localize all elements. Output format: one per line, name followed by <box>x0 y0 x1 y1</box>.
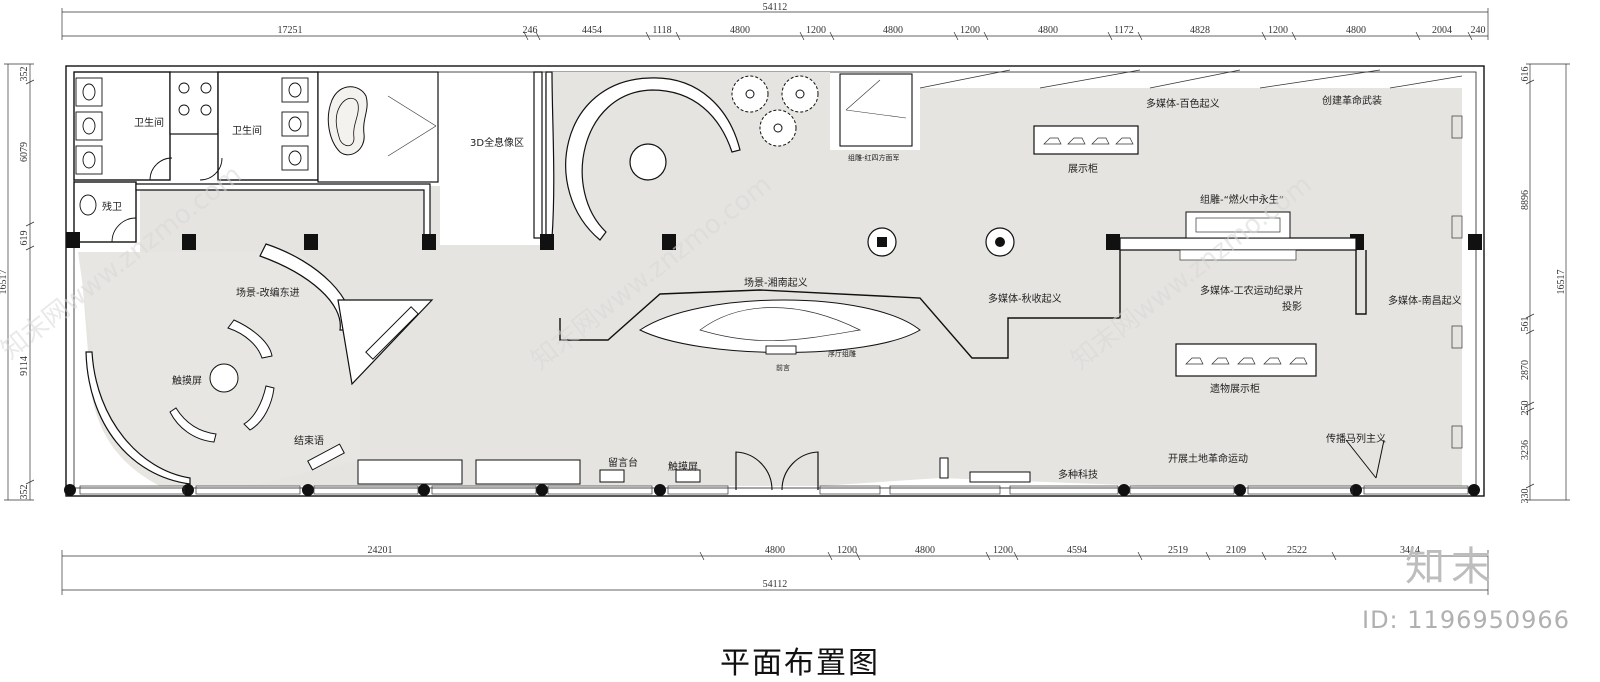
right-total-dim: 16517 <box>1556 270 1567 295</box>
left-dimension-lines: 352 6079 619 16517 9114 352 <box>0 63 35 501</box>
top-dimension-lines: 54112 17251 246 4454 1118 4800 1200 4800… <box>61 2 1489 41</box>
right-dim: 616 <box>1520 67 1531 82</box>
message-desk-label: 留言台 <box>608 456 638 469</box>
nanchang-label: 多媒体-南昌起义 <box>1388 294 1462 307</box>
top-dim: 1118 <box>652 25 671 36</box>
touch-screen-label: 触摸屏 <box>172 374 202 387</box>
tree-planting <box>731 75 819 147</box>
brand-logo: 知末 <box>1405 544 1497 590</box>
bottom-dim: 3414 <box>1400 545 1420 556</box>
top-dim: 240 <box>1471 25 1486 36</box>
bottom-total-dim: 54112 <box>763 579 788 590</box>
film-label: 多媒体-工农运动纪录片 <box>1200 284 1304 297</box>
top-dim: 4800 <box>883 25 903 36</box>
bottom-dim: 1200 <box>837 545 857 556</box>
south-counters <box>357 459 1031 485</box>
columns <box>64 232 1482 496</box>
bottom-dim: 2522 <box>1287 545 1307 556</box>
top-dim: 1172 <box>1114 25 1134 36</box>
south-east-details <box>939 439 1385 479</box>
upper-windows <box>919 69 1463 449</box>
hall-group-label: 序厅组雕 <box>828 349 856 358</box>
left-dim: 9114 <box>19 356 30 376</box>
bottom-dim: 4800 <box>765 545 785 556</box>
army-label: 创建革命武装 <box>1322 94 1382 107</box>
east-scene: 场景-改编东进 触摸屏 结束语 <box>85 243 434 485</box>
hall-sculpture: 前言 序厅组雕 场景-湘南起义 <box>639 276 921 372</box>
preface-circle <box>565 77 741 241</box>
touch-screen-label: 触摸屏 <box>668 460 698 473</box>
right-dim: 2870 <box>1520 360 1531 380</box>
top-dim: 4828 <box>1190 25 1210 36</box>
right-dim: 330 <box>1520 489 1531 504</box>
display-case-label: 展示柜 <box>1068 162 1098 175</box>
spark-sculpture: 组雕-“燃火中永生” <box>1119 193 1357 261</box>
marx-label: 传播马列主义 <box>1326 432 1386 445</box>
land-label: 开展土地革命运动 <box>1168 452 1248 465</box>
spark-label: 组雕-“燃火中永生” <box>1200 193 1284 206</box>
bottom-dim: 4800 <box>915 545 935 556</box>
wc-label: 卫生间 <box>134 116 164 129</box>
left-total-dim: 16517 <box>0 270 9 295</box>
tech-label: 多种科技 <box>1058 468 1098 481</box>
bottom-dim: 24201 <box>368 545 393 556</box>
top-dim: 246 <box>523 25 538 36</box>
disabled-wc-label: 残卫 <box>102 200 122 213</box>
wc-label: 卫生间 <box>232 124 262 137</box>
drawing-title: 平面布置图 <box>720 646 880 681</box>
right-dim: 8896 <box>1520 190 1531 210</box>
right-dimension-lines: 616 8896 16517 561 2870 250 3236 330 <box>1520 63 1570 504</box>
top-dim: 2004 <box>1432 25 1452 36</box>
right-dim: 3236 <box>1520 440 1531 460</box>
right-dim: 561 <box>1520 317 1531 332</box>
bottom-dim: 2519 <box>1168 545 1188 556</box>
scene-east-label: 场景-改编东进 <box>236 286 300 299</box>
partitions <box>135 71 555 239</box>
hologram-room: 3D全息像区 <box>317 71 524 183</box>
bottom-dim: 2109 <box>1226 545 1246 556</box>
zigzag-walls <box>559 250 1367 359</box>
scene-xiangnan-label: 场景-湘南起义 <box>744 276 808 289</box>
hongsi-label: 组雕-红四方面军 <box>848 153 900 162</box>
end-label: 结束语 <box>294 434 324 447</box>
top-dim: 4800 <box>1038 25 1058 36</box>
top-total-dim: 54112 <box>763 2 788 13</box>
main-entrance <box>735 451 819 491</box>
hongsi-sculpture: 组雕-红四方面军 <box>839 73 913 162</box>
left-dim: 6079 <box>19 142 30 162</box>
baise-label: 多媒体-百色起义 <box>1146 97 1220 110</box>
bottom-dimension-lines: 24201 4800 1200 4800 1200 4594 2519 2109… <box>61 545 1489 595</box>
left-dim: 619 <box>19 231 30 246</box>
left-dim: 352 <box>19 67 30 82</box>
toilet-block: 卫生间 卫生间 残卫 <box>73 71 319 243</box>
display-case-1: 展示柜 <box>1033 125 1139 175</box>
left-dim: 352 <box>19 485 30 500</box>
top-dim: 4800 <box>1346 25 1366 36</box>
top-dim: 1200 <box>806 25 826 36</box>
preface-label: 前言 <box>776 363 790 372</box>
top-dim: 4800 <box>730 25 750 36</box>
top-dim: 4454 <box>582 25 602 36</box>
image-id: ID: 1196950966 <box>1362 606 1570 634</box>
top-dim: 1200 <box>1268 25 1288 36</box>
hall-columns <box>867 227 1015 257</box>
facade-windows <box>79 485 1469 495</box>
top-dim: 1200 <box>960 25 980 36</box>
relics-case: 遗物展示柜 <box>1175 343 1317 395</box>
top-dim: 17251 <box>278 25 303 36</box>
bottom-dim: 1200 <box>993 545 1013 556</box>
autumn-label: 多媒体-秋收起义 <box>988 292 1062 305</box>
relics-case-label: 遗物展示柜 <box>1210 382 1260 395</box>
bottom-dim: 4594 <box>1067 545 1087 556</box>
hologram-label: 3D全息像区 <box>470 136 524 149</box>
right-dim: 250 <box>1520 401 1531 416</box>
projection-label: 投影 <box>1282 300 1302 313</box>
